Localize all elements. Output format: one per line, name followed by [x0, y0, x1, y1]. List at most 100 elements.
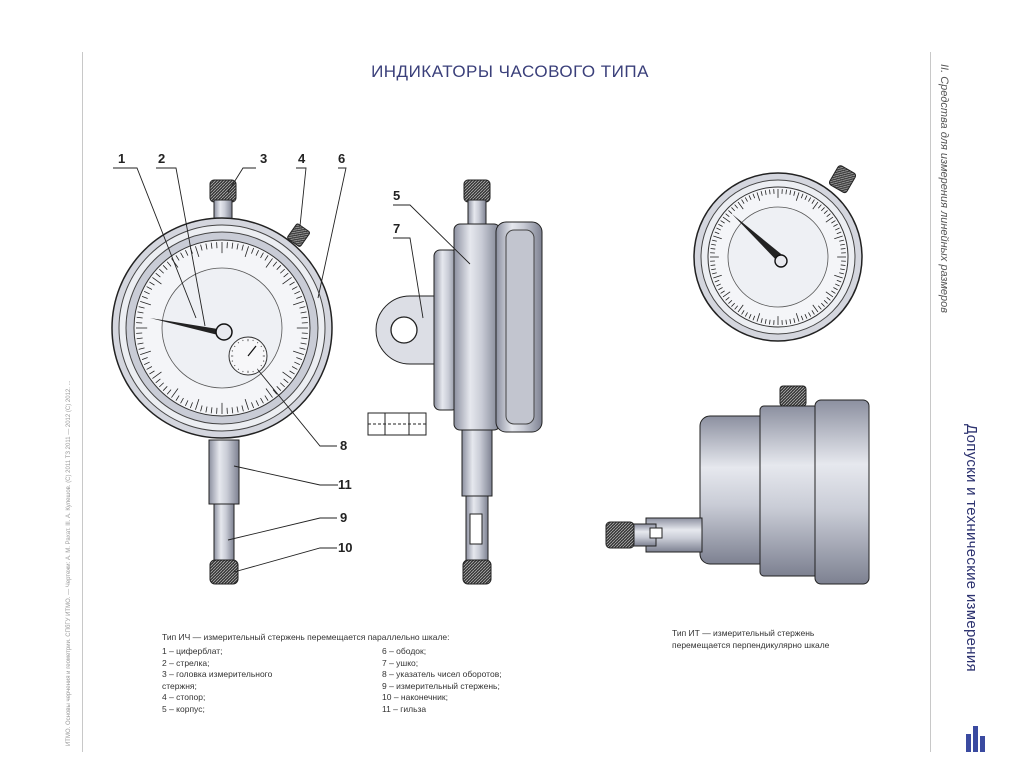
dial-tick: [146, 286, 153, 290]
dial-tick: [251, 247, 255, 254]
dial-tick: [141, 295, 148, 299]
dial-tick: [231, 407, 234, 414]
legend-item: 11 – гильза: [382, 703, 427, 714]
dial-tick: [185, 400, 189, 406]
callout-7: 7: [393, 221, 400, 236]
dial-tick: [200, 244, 203, 251]
dial-tick: [210, 242, 213, 249]
dial-tick: [728, 210, 733, 215]
dial-tick: [195, 246, 200, 257]
dial-tick: [260, 365, 262, 367]
legend-column-2: 6 – ободок; 7 – ушко; 8 – указатель чисе…: [382, 646, 502, 716]
dial-tick: [283, 272, 289, 278]
stopper-icon: [287, 223, 311, 247]
dial-tick: [159, 382, 164, 388]
dial-tick: [294, 361, 300, 365]
section-symbol: [367, 412, 427, 436]
dial-tick: [812, 304, 819, 313]
side-view: [375, 179, 543, 585]
caption-type-it-line1: Тип ИТ — измерительный стержень: [672, 628, 815, 638]
dial-tick: [820, 302, 825, 307]
dial-tick: [836, 231, 842, 235]
dial-tick: [833, 223, 838, 227]
legend-item: 5 – корпус;: [162, 703, 205, 714]
callout-3: 3: [260, 151, 267, 166]
dial-tick: [159, 268, 164, 274]
dial-tick: [291, 286, 298, 290]
dial-tick: [264, 395, 269, 401]
dial-tick: [234, 365, 236, 367]
callout-9: 9: [340, 510, 347, 525]
dial-tick: [836, 279, 842, 283]
dial-tick: [760, 318, 763, 323]
dial-tick: [826, 213, 831, 217]
dial-tick: [205, 406, 208, 413]
dial-tick: [764, 190, 767, 195]
dial-tick: [804, 195, 808, 200]
dial-tick: [833, 287, 838, 291]
dial-tick: [149, 370, 155, 375]
dial-tick: [152, 277, 162, 285]
dial-tick: [180, 397, 184, 404]
dial-tick: [825, 216, 834, 223]
callout-2: 2: [158, 151, 165, 166]
dial-tick: [744, 312, 748, 317]
dial-tick: [826, 297, 831, 301]
front-view: [111, 179, 333, 585]
legend-item: 4 – стопор;: [162, 692, 206, 703]
dial-tick: [241, 405, 244, 412]
dial-tick: [291, 366, 298, 370]
dial-tick: [138, 347, 145, 350]
dial-tick: [299, 306, 306, 309]
legend-item: 2 – стрелка;: [162, 657, 210, 668]
dial-tick: [195, 399, 200, 410]
caption-type-ich: Тип ИЧ — измерительный стержень перемеща…: [162, 632, 450, 642]
dial-tick: [175, 395, 180, 401]
dial-tick: [741, 310, 745, 315]
dial-tick: [283, 378, 289, 384]
dial-tick: [737, 201, 744, 210]
dial-tick: [748, 195, 752, 200]
dial-tick: [839, 272, 844, 275]
dial-tick: [716, 283, 721, 287]
dial-tick: [760, 191, 763, 196]
dial-tick: [280, 382, 285, 388]
page-title: ИНДИКАТОРЫ ЧАСОВОГО ТИПА: [371, 62, 649, 81]
dial-tick: [710, 248, 716, 250]
tip-icon: [209, 559, 239, 585]
callout-5: 5: [393, 188, 400, 203]
dial-tick: [293, 301, 304, 306]
dial-tick: [795, 192, 800, 201]
dial-tick: [793, 191, 796, 196]
dial-tick: [834, 235, 843, 240]
dial-tick: [818, 305, 822, 310]
sleeve-icon: [208, 439, 240, 505]
dial-tick: [200, 405, 203, 412]
dial-tick: [152, 371, 162, 379]
dial-tick: [748, 314, 752, 319]
dial-tick: [280, 268, 285, 274]
dial-tick: [835, 283, 840, 287]
dial-tick: [255, 250, 259, 256]
dial-tick: [171, 388, 179, 398]
callout-10: 10: [338, 540, 352, 555]
dial-tick: [734, 204, 738, 209]
dial-tick: [718, 223, 723, 227]
legend-item: 3 – головка измерительного: [162, 669, 273, 680]
dial-tick: [301, 337, 308, 340]
dial-tick: [840, 243, 845, 246]
dial-tick: [808, 197, 812, 202]
callout-8: 8: [340, 438, 347, 453]
legend-item: 7 – ушко;: [382, 657, 419, 668]
dial-tick: [785, 319, 787, 325]
dial-tick: [789, 190, 792, 195]
dial-tick: [265, 388, 273, 398]
dial-tick: [712, 239, 717, 242]
dial-tick: [244, 399, 249, 410]
dial-tick: [162, 386, 168, 391]
dial-tick: [296, 357, 303, 361]
dial-tick: [255, 400, 259, 406]
dial-tick: [793, 318, 796, 323]
dial-tick: [811, 199, 815, 204]
dial-tick: [731, 207, 736, 212]
